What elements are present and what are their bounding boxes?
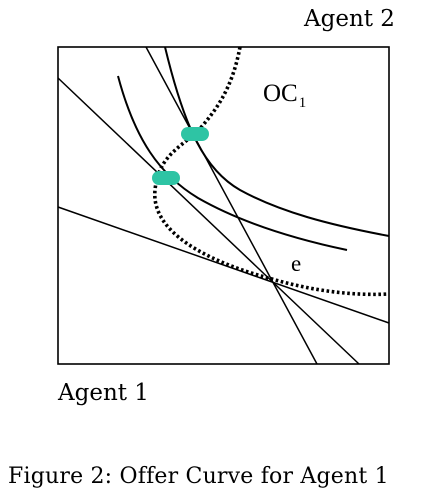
figure-caption: Figure 2: Offer Curve for Agent 1: [8, 464, 389, 489]
budget-line-medium-steep: [57, 77, 360, 365]
tangency-marker-upper: [181, 127, 209, 141]
budget-line-steep: [145, 46, 318, 365]
endowment-label: e: [291, 251, 301, 276]
edgeworth-box: [57, 46, 390, 365]
offer-curve-label: OC1: [263, 80, 306, 111]
indifference-curve-upper: [164, 46, 390, 237]
tangency-marker-lower: [152, 171, 180, 185]
offer-curve-label-subscript: 1: [299, 95, 307, 111]
agent1-label: Agent 1: [58, 380, 149, 406]
offer-curve: [153, 46, 390, 297]
indifference-curve-lower: [117, 75, 348, 251]
agent2-label: Agent 2: [304, 6, 395, 32]
budget-line-shallow: [57, 206, 390, 324]
offer-curve-label-main: OC: [263, 80, 298, 107]
